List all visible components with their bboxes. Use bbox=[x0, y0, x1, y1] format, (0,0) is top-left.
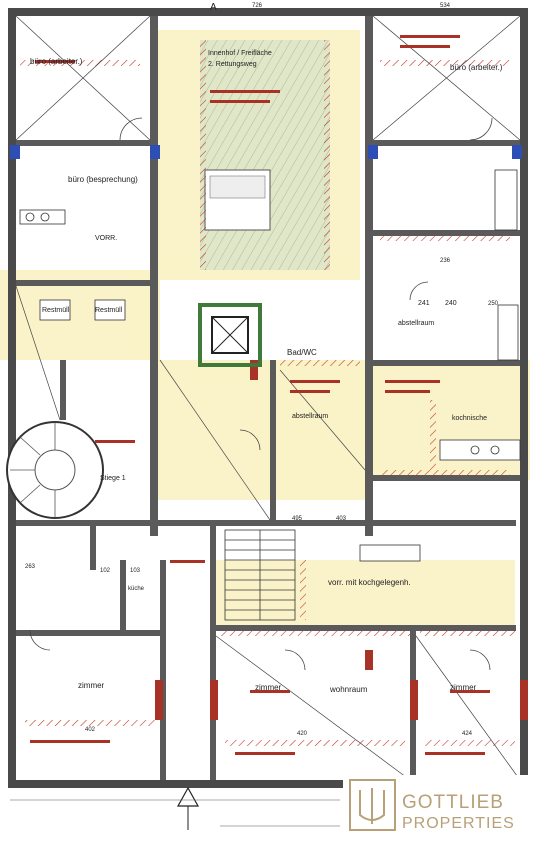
room-wohnraum: wohnraum bbox=[329, 685, 368, 694]
dim-263: 263 bbox=[25, 564, 36, 570]
room-buero-arbeiter-left: büro (arbeiter.) bbox=[30, 57, 83, 66]
diagonal-lines bbox=[15, 15, 521, 781]
dim-403: 403 bbox=[336, 516, 347, 522]
dim-534: 534 bbox=[440, 3, 451, 9]
room-restmuell: Restmüll bbox=[42, 307, 70, 314]
north-arrow-icon bbox=[176, 786, 200, 830]
straight-stair bbox=[224, 529, 296, 621]
red-blocks bbox=[155, 360, 528, 720]
room-zimmer-mid: zimmer bbox=[255, 683, 282, 692]
room-vorr: VORR. bbox=[95, 235, 117, 242]
brand-name-line1: GOTTLIEB bbox=[402, 792, 504, 813]
room-vorr-kochgelegenh: vorr. mit kochgelegenh. bbox=[328, 578, 411, 587]
bottom-dim-line bbox=[10, 799, 340, 827]
room-abstellraum-2: abstellraum bbox=[292, 413, 328, 420]
dim-250: 250 bbox=[488, 301, 499, 307]
dim-240: 240 bbox=[445, 300, 457, 307]
dim-726: 726 bbox=[252, 3, 263, 9]
dim-103: 103 bbox=[130, 568, 141, 574]
door-swings bbox=[29, 117, 493, 671]
fixtures bbox=[19, 169, 521, 562]
room-stiege: Stiege 1 bbox=[100, 475, 126, 482]
room-buero-arbeiter-right: büro (arbeiter.) bbox=[450, 63, 503, 72]
room-labels: büro (arbeiter.) büro (besprechung) VORR… bbox=[30, 50, 503, 694]
dim-420: 420 bbox=[297, 731, 308, 737]
dim-402: 402 bbox=[85, 727, 96, 733]
room-zimmer-left: zimmer bbox=[78, 681, 105, 690]
dim-236: 236 bbox=[440, 258, 451, 264]
courtyard bbox=[200, 40, 330, 270]
room-restmuell-2: Restmüll bbox=[95, 307, 123, 314]
room-abstellraum: abstellraum bbox=[398, 320, 434, 327]
dim-495: 495 bbox=[292, 516, 303, 522]
room-rettungsweg: 2. Rettungsweg bbox=[208, 61, 257, 68]
room-bad: Bad/WC bbox=[287, 348, 317, 357]
room-buero-besprechung: büro (besprechung) bbox=[68, 175, 138, 184]
spiral-stair bbox=[6, 421, 104, 519]
room-kochnische: kochnische bbox=[452, 415, 487, 422]
dim-424: 424 bbox=[462, 731, 473, 737]
dimensions: A 726 534 241 240 250 236 102 103 495 42… bbox=[25, 2, 499, 737]
dim-241: 241 bbox=[418, 300, 430, 307]
outer-walls bbox=[8, 8, 528, 788]
hatched-elements bbox=[20, 40, 515, 746]
elevator bbox=[198, 303, 262, 367]
dim-102: 102 bbox=[100, 568, 111, 574]
room-freiflaeche: Innenhof / Freifläche bbox=[208, 50, 272, 57]
red-annotations bbox=[30, 35, 490, 755]
brand-name-line2: PROPERTIES bbox=[402, 815, 515, 832]
blue-markers bbox=[10, 145, 522, 159]
brand-logo: GOTTLIEB PROPERTIES bbox=[343, 775, 546, 850]
room-kueche: küche bbox=[128, 586, 145, 592]
room-zimmer-right: zimmer bbox=[450, 683, 477, 692]
dim-top-a: A bbox=[210, 2, 217, 13]
